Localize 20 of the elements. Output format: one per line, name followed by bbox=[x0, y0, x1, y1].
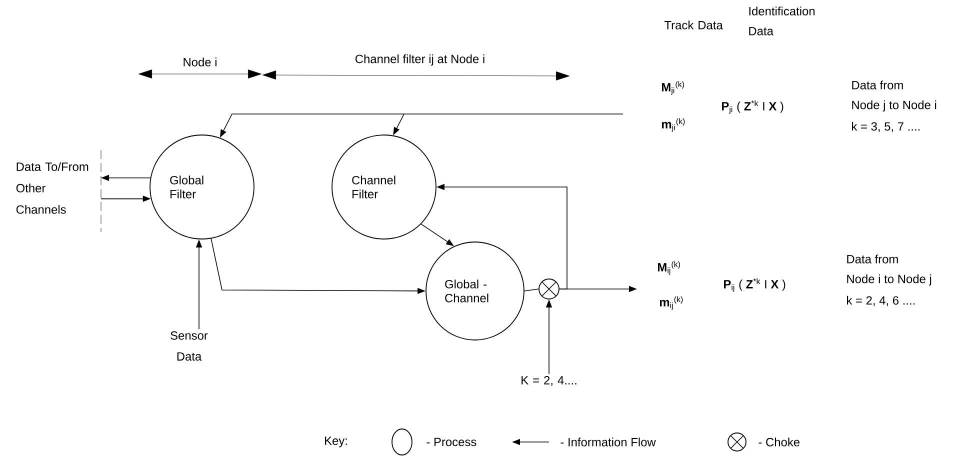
label-text: Data from bbox=[847, 254, 898, 264]
input-text: Sensor Data bbox=[170, 331, 208, 361]
side-text: Data To/From Other Channels bbox=[16, 162, 88, 214]
label-text: Node i bbox=[184, 58, 216, 66]
label-text: k = 2, 4, 6 .... bbox=[847, 296, 915, 306]
label-text: Node i to Node j bbox=[847, 274, 932, 286]
input-text: K = 2, 4.... bbox=[522, 376, 576, 386]
label-text: Data from bbox=[852, 80, 903, 90]
label-text: Node j to Node i bbox=[852, 100, 936, 112]
label-text: k = 3, 5, 7 .... bbox=[852, 122, 920, 132]
choke-symbol bbox=[538, 278, 560, 300]
legend-text: - Choke bbox=[758, 438, 800, 446]
label-text: Identification Data bbox=[749, 6, 815, 36]
label-text: Channel filter ij at Node i bbox=[356, 54, 484, 66]
label-text: Key: bbox=[325, 436, 347, 448]
legend-text: - Process bbox=[426, 438, 476, 446]
legend-text: - Information Flow bbox=[560, 438, 656, 446]
label-text: P$_{ji}$ ( Z$^{*k}$ I X ) bbox=[722, 100, 784, 114]
label-text: Track Data bbox=[664, 20, 723, 30]
label-text: P$_{ij}$ ( Z$^{*k}$ I X ) bbox=[724, 278, 786, 292]
